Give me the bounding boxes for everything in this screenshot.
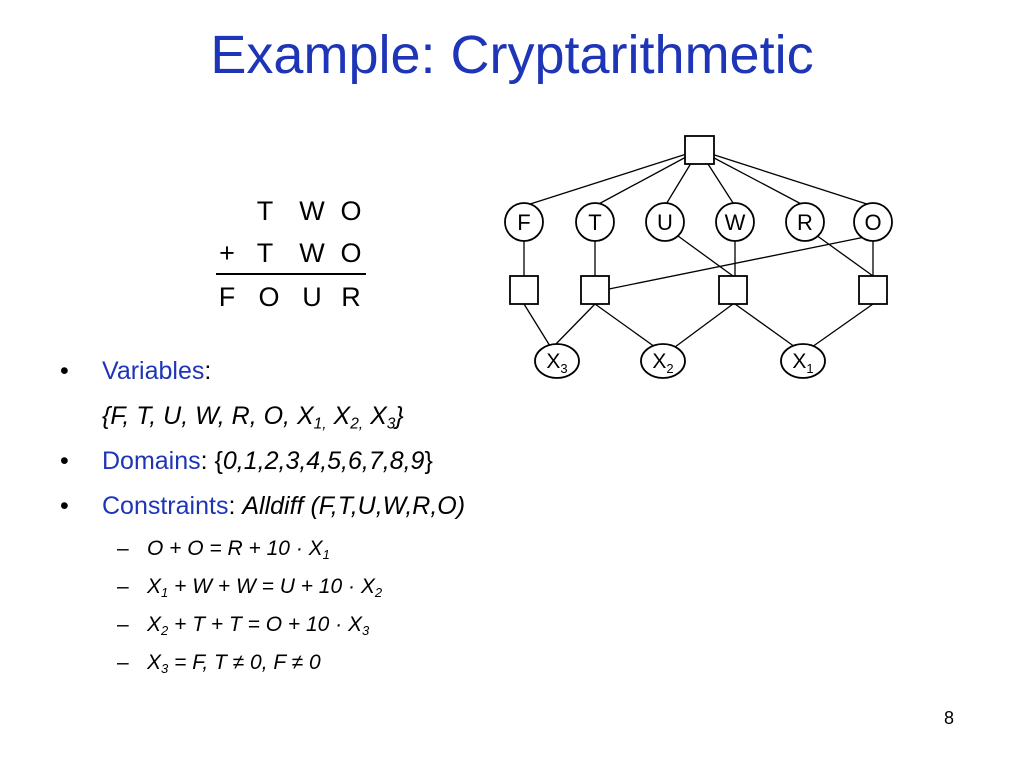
puzzle-letter: O: [258, 282, 280, 312]
bullet-marker: •: [60, 357, 69, 385]
equation-text: + W + W = U + 10 · X: [168, 575, 375, 598]
variables-set-text: {F, T, U, W, R, O, X: [102, 402, 314, 430]
svg-text:T: T: [588, 210, 601, 235]
dash-marker: –: [117, 575, 129, 598]
svg-text:X1: X1: [792, 350, 813, 376]
bullet-marker: •: [60, 492, 69, 520]
equation-text: O + O = R + 10 · X: [147, 537, 323, 560]
equation-text: X: [147, 651, 162, 674]
plus-sign: +: [219, 238, 235, 268]
puzzle-letter: R: [341, 282, 361, 312]
puzzle-letter: T: [256, 196, 274, 226]
variable-node-t: T: [575, 202, 615, 242]
svg-text:F: F: [517, 210, 530, 235]
svg-text:R: R: [797, 210, 813, 235]
carry-node-x1: X1: [780, 343, 826, 379]
puzzle-letter: F: [218, 282, 236, 312]
puzzle-row-addend-2: + T W O: [212, 238, 372, 268]
dash-marker: –: [117, 537, 129, 560]
bullet-marker: •: [60, 447, 69, 475]
variables-set-text: X: [363, 402, 387, 430]
puzzle-letter: W: [299, 238, 325, 268]
subscript: 3: [161, 660, 169, 676]
puzzle-letter: U: [302, 282, 322, 312]
equation-text: = F, T ≠ 0, F ≠ 0: [168, 651, 321, 674]
page-number: 8: [944, 708, 955, 728]
equation-text: + T + T = O + 10 · X: [168, 613, 363, 636]
alldiff-constraint-box: [684, 135, 715, 165]
dash-marker: –: [117, 651, 129, 674]
svg-text:U: U: [657, 210, 673, 235]
svg-text:W: W: [725, 210, 746, 235]
svg-text:X3: X3: [546, 350, 567, 376]
puzzle-letter: T: [256, 238, 274, 268]
variable-node-r: R: [785, 202, 825, 242]
alldiff-constraint: Alldiff (F,T,U,W,R,O): [242, 492, 466, 520]
variable-node-w: W: [715, 202, 755, 242]
domain-values: 0,1,2,3,4,5,6,7,8,9: [222, 447, 425, 475]
variables-set-text: X: [326, 402, 351, 430]
bullet-colon: :: [204, 357, 212, 385]
cryptarithm-puzzle: T W O + T W O F O U R: [212, 196, 372, 316]
subscript: 3: [362, 622, 370, 638]
bullet-label: Constraints: [102, 492, 229, 520]
dash-marker: –: [117, 613, 129, 636]
carry-node-x2: X2: [640, 343, 686, 379]
subscript: 2: [161, 622, 169, 638]
subscript: 1: [322, 546, 330, 562]
puzzle-letter: O: [340, 196, 362, 226]
subscript: 3: [386, 415, 396, 433]
graph-edges: [523, 149, 874, 348]
bullet-colon: :: [228, 492, 243, 520]
bullet-label: Domains: [102, 447, 201, 475]
sum-line: [216, 273, 366, 275]
variables-set-text: }: [395, 402, 404, 430]
slide-title: Example: Cryptarithmetic: [210, 25, 814, 85]
puzzle-row-sum: F O U R: [212, 282, 372, 312]
subscript: 1,: [313, 415, 327, 433]
subscript: 2,: [350, 415, 364, 433]
constraint-box: [580, 275, 610, 305]
subscript: 2: [374, 584, 383, 600]
constraint-box: [858, 275, 888, 305]
carry-node-x3: X3: [534, 343, 580, 379]
puzzle-row-addend-1: T W O: [212, 196, 372, 226]
subscript: 1: [161, 584, 169, 600]
equation-text: X: [147, 575, 162, 598]
bullet-colon: : {: [200, 447, 223, 475]
puzzle-letter: W: [299, 196, 325, 226]
variable-node-f: F: [504, 202, 544, 242]
bullet-colon: }: [424, 447, 433, 475]
puzzle-letter: O: [340, 238, 362, 268]
svg-text:X2: X2: [652, 350, 673, 376]
constraint-box: [509, 275, 539, 305]
constraint-box: [718, 275, 748, 305]
variable-node-o: O: [853, 202, 893, 242]
equation-text: X: [147, 613, 162, 636]
svg-text:O: O: [864, 210, 881, 235]
variable-node-u: U: [645, 202, 685, 242]
bullet-label: Variables: [102, 357, 205, 385]
